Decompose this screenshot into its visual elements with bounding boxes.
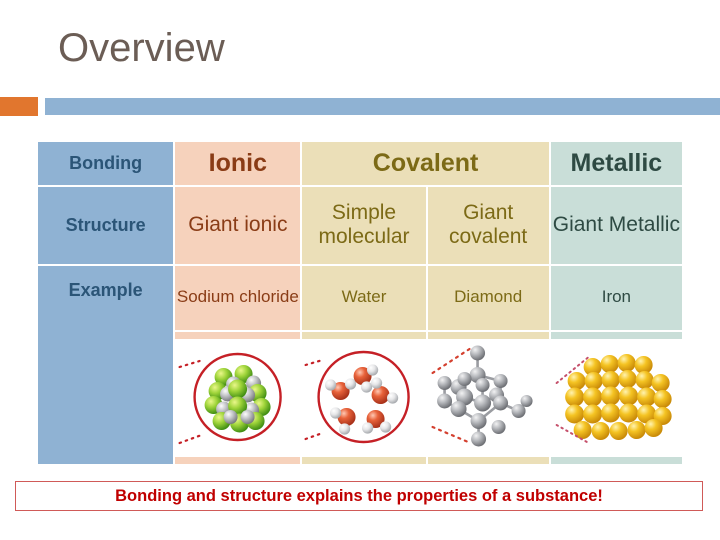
caption-text: Bonding and structure explains the prope… bbox=[115, 486, 603, 505]
table-row: Example Sodium chloride Water Diamond Ir… bbox=[38, 265, 682, 464]
cell-structure-giant-covalent: Giant covalent bbox=[427, 186, 549, 264]
bonding-table-container: Bonding Ionic Covalent Metallic Structur… bbox=[36, 140, 684, 466]
table-image-row bbox=[38, 331, 682, 464]
header-ionic: Ionic bbox=[175, 142, 301, 185]
iron-lattice-image bbox=[550, 338, 682, 457]
table-header-row: Bonding Ionic Covalent Metallic bbox=[38, 142, 682, 185]
image-cell-iron bbox=[550, 331, 682, 464]
header-bonding: Bonding bbox=[38, 142, 174, 185]
diamond-lattice-image bbox=[427, 338, 549, 457]
image-cell-water bbox=[302, 331, 426, 464]
accent-bar-blue bbox=[45, 98, 720, 115]
row-label-structure: Structure bbox=[38, 186, 174, 264]
sodium-chloride-lattice-image bbox=[175, 338, 301, 457]
accent-bar-orange bbox=[0, 97, 38, 116]
cell-example-metallic: Iron bbox=[550, 265, 682, 330]
cell-structure-ionic: Giant ionic bbox=[175, 186, 301, 264]
bonding-table: Bonding Ionic Covalent Metallic Structur… bbox=[36, 140, 684, 466]
cell-example-simple-molecular: Water bbox=[302, 265, 426, 330]
page-title: Overview bbox=[58, 26, 225, 70]
header-metallic: Metallic bbox=[550, 142, 682, 185]
cell-example-giant-covalent: Diamond bbox=[427, 265, 549, 330]
cell-structure-simple-molecular: Simple molecular bbox=[302, 186, 426, 264]
image-cell-diamond bbox=[427, 331, 549, 464]
header-covalent: Covalent bbox=[302, 142, 549, 185]
cell-example-ionic: Sodium chloride bbox=[175, 265, 301, 330]
caption-banner: Bonding and structure explains the prope… bbox=[15, 481, 703, 511]
cell-structure-metallic: Giant Metallic bbox=[550, 186, 682, 264]
water-molecules-image bbox=[302, 338, 426, 457]
table-row: Structure Giant ionic Simple molecular G… bbox=[38, 186, 682, 264]
image-cell-ionic bbox=[175, 331, 301, 464]
row-label-example: Example bbox=[38, 265, 174, 464]
